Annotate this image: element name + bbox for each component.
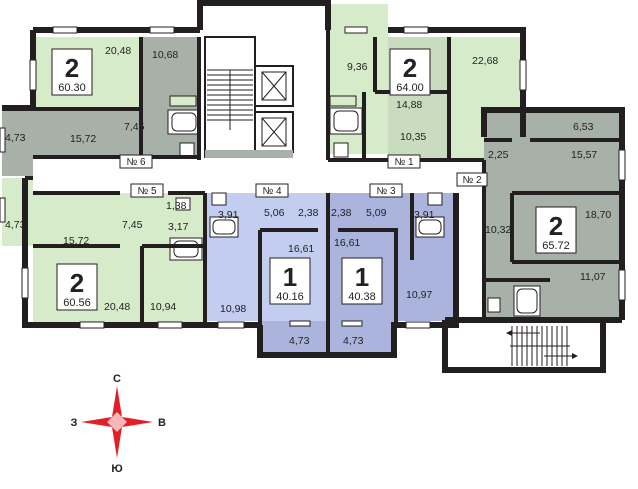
room-area: 15,57 [571, 149, 597, 161]
room-area: 4,73 [5, 132, 26, 144]
room-area: 7,45 [122, 219, 143, 231]
windows [0, 26, 626, 329]
room-area: 14,88 [396, 99, 422, 111]
core-shafts [205, 150, 293, 158]
toilet-apt3 [427, 192, 443, 206]
apartment-label: № 5 [137, 186, 157, 197]
apartment-number-tags: № 1 № 2 № 3 № 4 № 5 № 6 [119, 154, 488, 198]
toilet-apt1 [333, 142, 349, 158]
stair-arrow-icon-2 [572, 353, 578, 359]
compass-rose: С Ю З В [71, 373, 166, 475]
room-area: 7,45 [124, 121, 145, 133]
room-area: 6,53 [573, 121, 594, 133]
bathroom-fixtures [167, 95, 541, 317]
apartment-2-balcony [530, 110, 622, 140]
compass-east-label: В [158, 417, 166, 429]
room-area: 20,48 [105, 45, 131, 57]
compass-east-arrow-icon [117, 417, 153, 427]
room-area: 3,91 [218, 209, 239, 221]
room-area: 20,48 [104, 301, 130, 313]
compass-south-label: Ю [111, 463, 122, 475]
rooms-count: 2 [65, 53, 79, 83]
stair-steps [207, 69, 253, 130]
apartment-label: № 1 [394, 157, 414, 168]
room-area: 2,38 [298, 207, 319, 219]
stair-core [204, 36, 294, 158]
apartment-label: № 3 [376, 186, 396, 197]
toilet-apt5 [175, 197, 191, 211]
room-area: 10,98 [220, 303, 246, 315]
room-area: 15,72 [70, 133, 96, 145]
rooms-count: 2 [549, 211, 563, 241]
toilet-apt4 [211, 192, 227, 206]
apartment-summary-2: 2 65.72 [535, 206, 577, 254]
toilet-apt6 [179, 142, 195, 158]
apartment-label: № 6 [126, 157, 146, 168]
apartment-label: № 4 [262, 186, 282, 197]
total-area: 64.00 [396, 82, 424, 94]
apartment-summary-4: 1 40.16 [269, 257, 311, 305]
apartment-label: № 2 [462, 175, 482, 186]
right-staircase [506, 326, 578, 366]
compass-center [107, 412, 127, 432]
apartment-summary-5: 2 60.56 [56, 263, 98, 311]
total-area: 65.72 [542, 240, 570, 252]
room-area: 4,73 [289, 335, 310, 347]
room-area: 5,09 [366, 207, 387, 219]
room-area-labels: 20,48 10,68 7,45 15,72 4,73 9,36 22,68 1… [5, 45, 611, 347]
compass-west-arrow-icon [81, 417, 117, 427]
lift-cars [261, 71, 287, 147]
compass-west-label: З [71, 417, 78, 429]
room-area: 10,68 [152, 49, 178, 61]
room-area: 16,61 [334, 237, 360, 249]
rooms-count: 2 [70, 268, 84, 298]
room-area: 5,06 [264, 207, 285, 219]
room-area: 22,68 [472, 55, 498, 67]
toilet-apt2 [487, 297, 501, 313]
total-area: 40.16 [276, 291, 304, 303]
interior-walls [25, 30, 622, 355]
apartment-summary-3: 1 40.38 [341, 257, 383, 305]
compass-south-arrow-icon [112, 422, 122, 458]
room-area: 1,38 [166, 200, 187, 212]
room-area: 10,32 [485, 224, 511, 236]
room-area: 3,17 [168, 221, 189, 233]
room-area: 9,36 [347, 61, 368, 73]
room-area: 2,25 [488, 149, 509, 161]
rooms-count: 2 [403, 53, 417, 83]
apartment-4-balcony [260, 321, 328, 355]
rooms-count: 1 [283, 262, 297, 292]
stair-arrow-icon [506, 330, 512, 336]
total-area: 40.38 [348, 291, 376, 303]
room-area: 10,97 [406, 289, 432, 301]
apartment-3-balcony [328, 321, 394, 355]
room-area: 4,73 [5, 219, 26, 231]
room-area: 4,73 [343, 335, 364, 347]
room-area: 15,72 [63, 235, 89, 247]
rooms-count: 1 [355, 262, 369, 292]
apartment-6-balcony [2, 108, 33, 176]
apartment-5-balcony [2, 178, 33, 246]
total-area: 60.30 [58, 82, 86, 94]
compass-north-label: С [113, 373, 121, 385]
total-area: 60.56 [63, 297, 91, 309]
apartment-summary-1: 2 64.00 [389, 48, 431, 96]
apartment-summary-6: 2 60.30 [51, 48, 93, 96]
room-area: 10,35 [400, 131, 426, 143]
compass-north-arrow-icon [112, 386, 122, 422]
room-area: 10,94 [150, 301, 176, 313]
room-area: 18,70 [585, 209, 611, 221]
room-area: 2,38 [331, 207, 352, 219]
room-area: 16,61 [288, 243, 314, 255]
room-area: 11,07 [580, 271, 606, 283]
room-area: 3,91 [414, 209, 435, 221]
